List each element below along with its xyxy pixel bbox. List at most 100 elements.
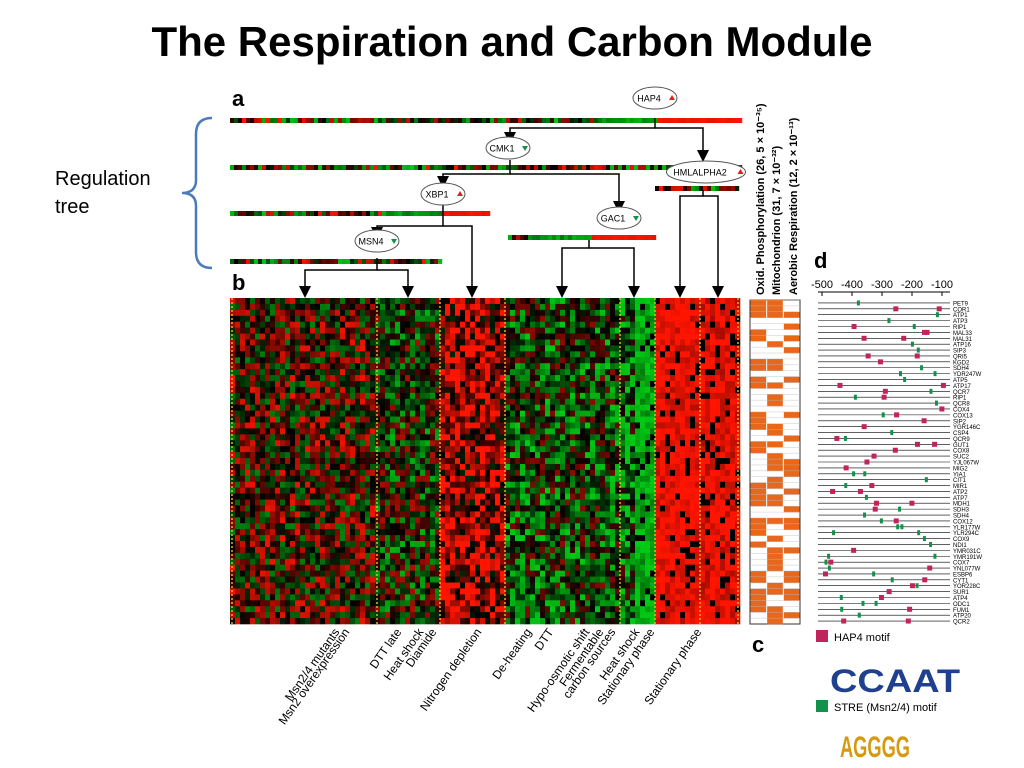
heat-cell — [525, 375, 531, 382]
bar-cell — [254, 259, 259, 264]
bar-cell — [370, 165, 375, 170]
heat-cell — [485, 469, 491, 477]
heat-cell — [350, 315, 356, 323]
heat-cell — [285, 499, 291, 506]
bar-cell — [570, 165, 575, 170]
heat-cell — [575, 298, 581, 305]
heat-cell — [615, 339, 621, 346]
heat-cell — [415, 357, 421, 364]
heat-cell — [335, 357, 341, 364]
bar-cell — [516, 235, 521, 240]
heat-cell — [650, 487, 656, 494]
heat-cell — [690, 416, 696, 423]
heat-cell — [735, 369, 741, 376]
heat-cell — [280, 345, 286, 352]
heat-cell — [585, 523, 591, 530]
heat-cell — [660, 546, 666, 554]
heat-cell — [435, 446, 441, 453]
heat-cell — [395, 440, 401, 447]
heat-cell — [310, 481, 316, 488]
heat-cell — [455, 363, 461, 370]
heat-cell — [625, 481, 631, 488]
heat-cell — [460, 298, 466, 305]
heat-cell — [360, 446, 366, 453]
bar-cell — [622, 165, 627, 170]
heat-cell — [280, 327, 286, 334]
heat-cell — [230, 345, 236, 352]
heat-cell — [310, 386, 316, 394]
heat-cell — [505, 446, 511, 453]
heat-cell — [595, 535, 601, 542]
heat-cell — [590, 386, 596, 394]
heat-cell — [305, 404, 311, 411]
heat-cell — [435, 386, 441, 394]
heat-cell — [405, 535, 411, 542]
heat-cell — [650, 529, 656, 536]
heat-cell — [245, 309, 251, 317]
heat-cell — [615, 428, 621, 435]
heat-cell — [580, 552, 586, 560]
heat-cell — [470, 303, 476, 311]
heat-cell — [405, 416, 411, 423]
heat-cell — [445, 386, 451, 394]
heat-cell — [610, 487, 616, 494]
heat-cell — [705, 363, 711, 370]
bar-cell — [406, 118, 411, 123]
heat-cell — [270, 363, 276, 370]
heat-cell — [505, 309, 511, 317]
heat-cell — [350, 505, 356, 512]
heat-cell — [425, 546, 431, 554]
heat-cell — [430, 298, 436, 305]
heat-cell — [295, 458, 301, 465]
heat-cell — [650, 446, 656, 453]
heat-cell — [710, 546, 716, 554]
heat-cell — [230, 321, 236, 328]
heat-cell — [450, 493, 456, 500]
heat-cell — [515, 357, 521, 364]
heat-cell — [350, 398, 356, 405]
heat-cell — [555, 499, 561, 506]
heat-cell — [650, 380, 656, 388]
heat-cell — [550, 339, 556, 346]
heat-cell — [685, 398, 691, 405]
heat-cell — [405, 440, 411, 447]
heat-cell — [510, 493, 516, 500]
heat-cell — [265, 375, 271, 382]
heat-cell — [310, 404, 316, 411]
heat-cell — [590, 327, 596, 334]
heat-cell — [380, 333, 386, 340]
heat-cell — [275, 392, 281, 400]
heat-cell — [415, 529, 421, 536]
heat-cell — [470, 345, 476, 352]
heat-cell — [295, 410, 301, 417]
heat-cell — [355, 487, 361, 494]
bar-cell — [362, 118, 367, 123]
heat-cell — [495, 535, 501, 542]
heat-cell — [600, 321, 606, 328]
heat-cell — [485, 363, 491, 370]
heat-cell — [290, 481, 296, 488]
heat-cell — [720, 398, 726, 405]
heat-cell — [675, 440, 681, 447]
heat-cell — [275, 493, 281, 500]
heat-cell — [345, 469, 351, 477]
heat-cell — [475, 552, 481, 560]
heat-cell — [685, 375, 691, 382]
heat-cell — [515, 487, 521, 494]
bar-cell — [628, 235, 633, 240]
heat-cell — [250, 410, 256, 417]
heat-cell — [575, 458, 581, 465]
node-label: CMK1 — [489, 144, 514, 154]
heat-cell — [240, 469, 246, 477]
heat-cell — [400, 369, 406, 376]
heat-cell — [455, 369, 461, 376]
heat-cell — [720, 511, 726, 518]
heat-cell — [480, 345, 486, 352]
heat-cell — [275, 469, 281, 477]
heat-cell — [510, 363, 516, 370]
heat-cell — [330, 416, 336, 423]
heat-cell — [460, 469, 466, 477]
heat-cell — [670, 452, 676, 459]
heat-cell — [725, 309, 731, 317]
bar-cell — [590, 118, 595, 123]
